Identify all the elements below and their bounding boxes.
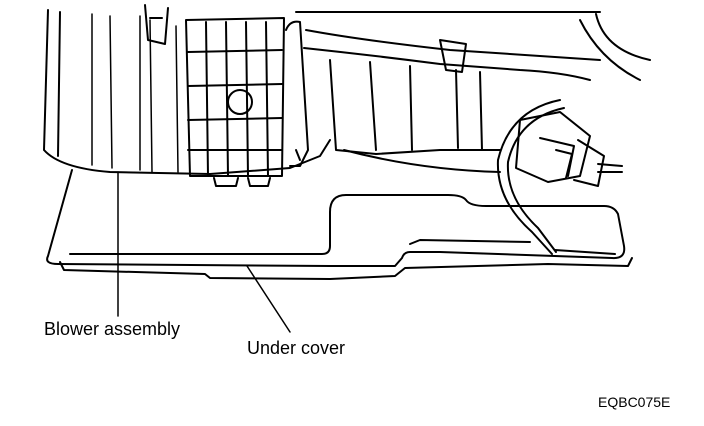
under-cover-panel [46,169,633,280]
wiring-harness-connector [496,99,623,255]
blower-assembly-housing [43,4,331,187]
duct-assembly [295,11,651,173]
under-cover-label: Under cover [247,338,346,358]
blower-assembly-label: Blower assembly [44,319,181,339]
figure-code: EQBC075E [598,394,671,410]
under-cover-leader-line [246,265,291,333]
leader-lines [117,171,291,333]
